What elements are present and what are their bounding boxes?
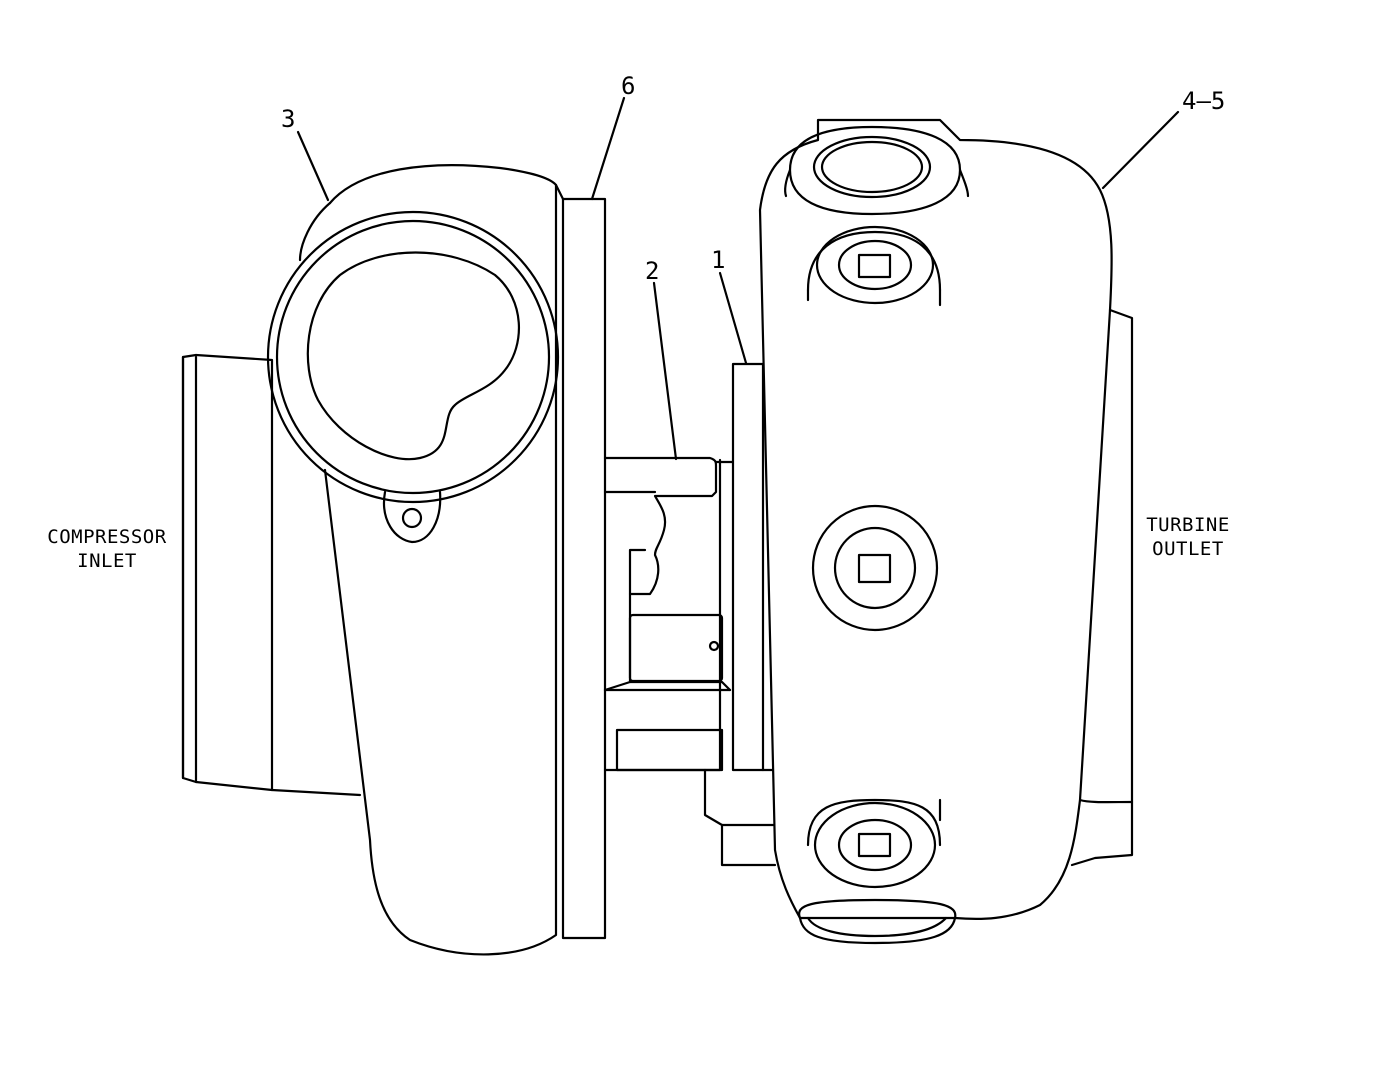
callout-6: 6: [621, 72, 635, 100]
callout-2: 2: [645, 257, 659, 285]
compressor-inlet-flange: [181, 353, 362, 797]
turbine-outlet-caption-line1: TURBINE: [1146, 514, 1230, 536]
turbine-outlet-caption-line2: OUTLET: [1152, 538, 1224, 560]
flange-plate: [561, 197, 607, 940]
callout-1: 1: [711, 246, 725, 274]
callout-4-5: 4–5: [1182, 87, 1225, 115]
callout-3: 3: [281, 105, 295, 133]
turbine-outlet-flange: [1070, 308, 1134, 867]
center-housing: [603, 456, 777, 867]
heat-shield-plate: [731, 362, 765, 772]
compressor-inlet-caption-line1: COMPRESSOR: [47, 526, 166, 548]
compressor-inlet-caption-line2: INLET: [77, 550, 137, 572]
compressor-housing: [266, 164, 560, 956]
leader-lines: [296, 96, 1180, 461]
turbine-housing: [758, 118, 1113, 945]
